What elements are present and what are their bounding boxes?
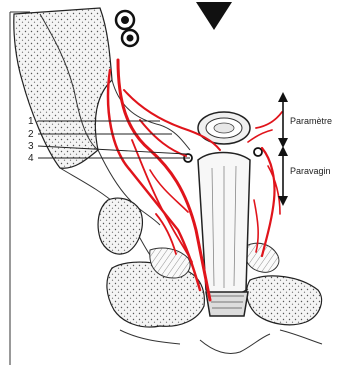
down-triangle-icon — [196, 2, 232, 30]
callout-3: 3 — [28, 141, 34, 152]
callout-4: 4 — [28, 153, 34, 164]
ureter-right — [254, 148, 262, 156]
muscle-bundle-right — [245, 243, 279, 272]
label-paravagina: Paravagin — [290, 166, 331, 176]
double-arrow-icon — [278, 92, 288, 206]
callout-2: 2 — [28, 129, 34, 140]
ischial-bone — [98, 198, 142, 254]
callout-1: 1 — [28, 116, 34, 127]
lower-bone-right — [247, 276, 322, 325]
rectum — [206, 292, 248, 316]
label-parametrium: Paramètre — [290, 116, 332, 126]
obturator-vessels — [116, 11, 138, 46]
perineal-contour — [120, 330, 322, 354]
